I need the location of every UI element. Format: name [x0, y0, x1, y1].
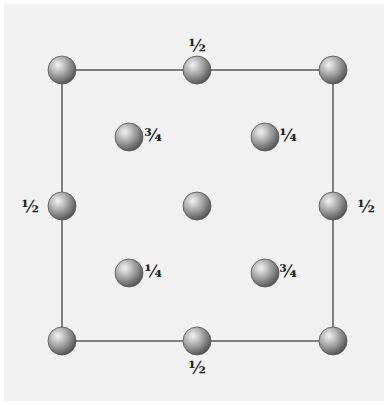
- edge-atom: [183, 327, 211, 355]
- interior-atom: [251, 259, 279, 287]
- center-atom: [183, 192, 211, 220]
- interior-atom: [115, 259, 143, 287]
- height-fraction: ½: [21, 198, 39, 215]
- interior-atom: [251, 123, 279, 151]
- cell-outline: [62, 70, 333, 341]
- edge-atom: [319, 192, 347, 220]
- corner-atom: [319, 327, 347, 355]
- height-fraction: ½: [357, 198, 375, 215]
- interior-atom: [115, 123, 143, 151]
- background-panel: [4, 4, 384, 401]
- corner-atom: [48, 327, 76, 355]
- edge-atom: [183, 56, 211, 84]
- corner-atom: [48, 56, 76, 84]
- height-fraction: ¼: [279, 127, 297, 144]
- height-fraction: ¾: [144, 127, 162, 144]
- height-fraction: ¼: [144, 263, 162, 280]
- height-fraction: ½: [188, 359, 206, 376]
- corner-atom: [319, 56, 347, 84]
- height-fraction: ½: [188, 37, 206, 54]
- height-fraction: ¾: [279, 263, 297, 280]
- edge-atom: [48, 192, 76, 220]
